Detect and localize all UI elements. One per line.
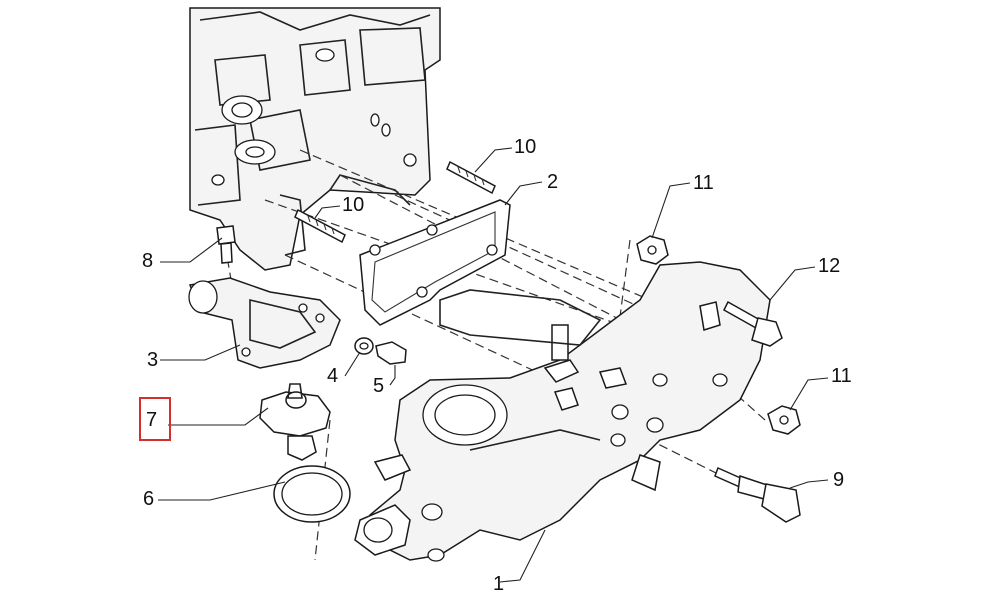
callout-5: 5 <box>373 375 384 397</box>
callout-7: 7 <box>146 409 157 431</box>
washer-part-4 <box>354 337 374 355</box>
nut-part-11-lower <box>767 405 801 435</box>
seal-ring-part-6 <box>273 465 351 523</box>
water-outlet-housing <box>354 261 771 562</box>
callout-12: 12 <box>818 255 840 277</box>
callout-6: 6 <box>143 488 154 510</box>
highlight-box-callout-7 <box>139 397 171 441</box>
callout-11-upper: 11 <box>693 172 714 194</box>
callout-10-upper: 10 <box>514 136 536 158</box>
callout-1: 1 <box>493 573 504 595</box>
leader-lines <box>158 147 829 583</box>
engine-block <box>189 7 441 271</box>
nut-part-11-upper <box>636 235 669 265</box>
plug-part-5 <box>375 341 407 365</box>
gasket-plate <box>359 199 511 326</box>
callout-3: 3 <box>147 349 158 371</box>
callout-2: 2 <box>547 171 558 193</box>
temperature-sensor-part-9 <box>714 466 801 523</box>
stud-lower <box>294 208 346 244</box>
stud-upper <box>446 160 496 195</box>
callout-9: 9 <box>833 469 844 491</box>
thermostat-part-7 <box>259 383 331 461</box>
callout-4: 4 <box>327 365 338 387</box>
callout-10-lower: 10 <box>342 194 364 216</box>
bolt-part-12 <box>723 300 783 347</box>
bolt-part-8 <box>216 225 236 264</box>
callout-11-lower: 11 <box>831 365 852 387</box>
callout-8: 8 <box>142 250 153 272</box>
callout-labels: 1 2 3 4 5 6 7 8 9 10 10 11 11 12 <box>142 136 852 595</box>
thermostat-housing <box>188 277 341 369</box>
